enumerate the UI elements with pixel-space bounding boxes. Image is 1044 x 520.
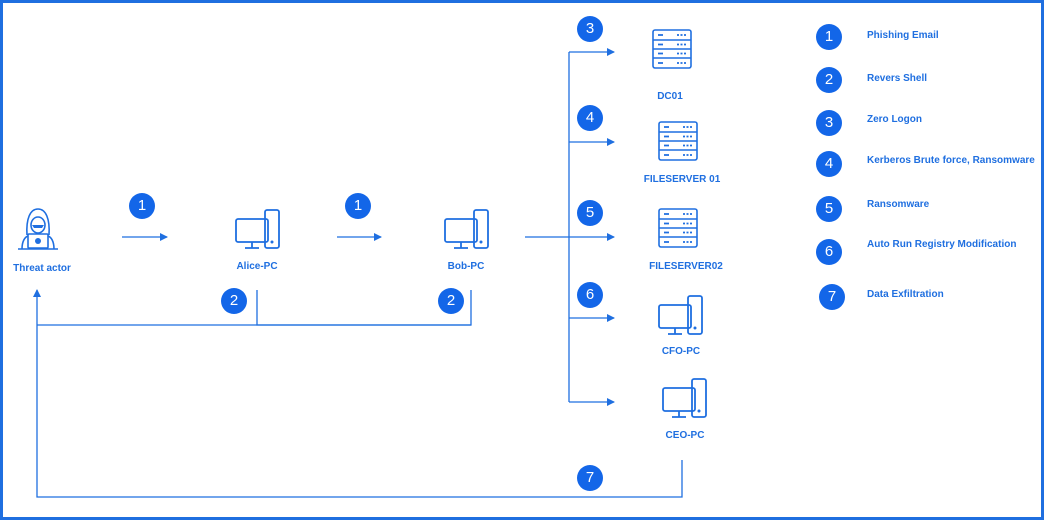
legend-badge: 6 (816, 239, 842, 265)
bob-pc-label: Bob-PC (447, 261, 485, 272)
step-badge: 2 (221, 288, 247, 314)
ceo-pc-label: CEO-PC (665, 430, 705, 441)
computer-icon (658, 295, 703, 335)
fileserver02-label: FILESERVER02 (649, 261, 723, 272)
exfiltration-path (33, 289, 683, 498)
fileserver01-label: FILESERVER 01 (643, 174, 721, 185)
step-badge: 7 (577, 465, 603, 491)
step-badge: 5 (577, 200, 603, 226)
step-badge: 1 (129, 193, 155, 219)
step-badge: 6 (577, 282, 603, 308)
server-icon (658, 121, 698, 161)
legend-item-text: Ransomware (867, 199, 930, 210)
legend-item-text: Revers Shell (867, 73, 928, 84)
legend-item-text: Zero Logon (867, 114, 922, 125)
step-badge: 2 (438, 288, 464, 314)
legend-badge: 4 (816, 151, 842, 177)
threat-actor-label: Threat actor (13, 263, 71, 274)
alice-pc-label: Alice-PC (236, 261, 278, 272)
computer-icon (444, 209, 489, 249)
step-badge: 1 (345, 193, 371, 219)
cfo-pc-label: CFO-PC (661, 346, 701, 357)
legend-badge: 3 (816, 110, 842, 136)
legend-badge: 2 (816, 67, 842, 93)
legend-item-text: Auto Run Registry Modification (867, 239, 1017, 250)
legend-badge: 5 (816, 196, 842, 222)
computer-icon (662, 378, 707, 418)
legend-item-text: Kerberos Brute force, Ransomware (867, 155, 1035, 166)
legend-badge: 7 (819, 284, 845, 310)
legend-item-text: Data Exfiltration (867, 289, 944, 300)
server-icon (652, 29, 692, 69)
step-badge: 3 (577, 16, 603, 42)
legend-item-text: Phishing Email (867, 30, 939, 41)
legend-badge: 1 (816, 24, 842, 50)
dc01-label: DC01 (657, 91, 683, 102)
computer-icon (235, 209, 280, 249)
hacker-icon (18, 208, 58, 250)
server-icon (658, 208, 698, 248)
step-badge: 4 (577, 105, 603, 131)
